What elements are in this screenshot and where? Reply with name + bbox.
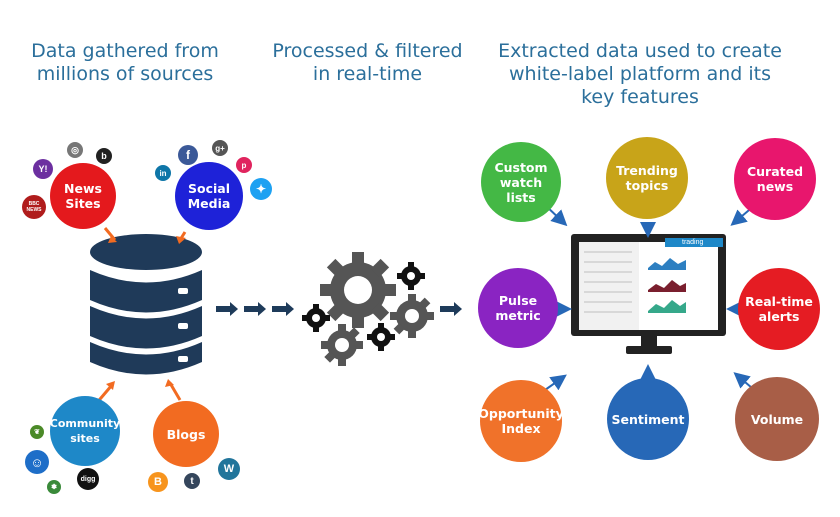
alerts-label-2: alerts (758, 309, 800, 324)
twitter-icon: ✦ (250, 178, 272, 200)
sentiment-label: Sentiment (611, 411, 685, 427)
arrow-db-to-gears (216, 302, 294, 316)
arrow-blogs-to-db (168, 382, 182, 401)
social-media-label-1: Social (187, 181, 230, 196)
heading-extracted-line-3: key features (581, 86, 699, 108)
trending-label-2: topics (625, 178, 669, 193)
community-sites-label-2: sites (70, 432, 100, 445)
sentiment-bubble: Sentiment (607, 378, 689, 460)
community-sites-bubble: Community sites (50, 396, 120, 466)
social-media-label-2: Media (187, 196, 231, 211)
volume-label: Volume (750, 411, 804, 427)
opportunity-label-2: Index (501, 421, 541, 436)
news-sites-label-2: Sites (65, 196, 101, 211)
heading-gathered: Data gathered from millions of sources (20, 40, 230, 86)
alerts-label-1: Real-time (745, 294, 813, 309)
gears-icon (302, 252, 434, 366)
leaf-icon: ❦ (30, 425, 44, 439)
bbc-news-icon: BBC NEWS (22, 195, 46, 219)
blogs-bubble: Blogs (153, 401, 219, 467)
custom-watch-label-2: watch lists (499, 174, 543, 205)
news-sites-label-1: News (64, 181, 102, 196)
bing-icon: b (96, 148, 112, 164)
blogs-label: Blogs (166, 426, 206, 442)
trending-label-1: Trending (616, 163, 678, 178)
heading-gathered-line-2: millions of sources (36, 63, 214, 85)
monitor-icon (571, 234, 726, 354)
globe-icon: ◎ (67, 142, 83, 158)
curated-label-2: news (756, 179, 794, 194)
curated-label-1: Curated (746, 164, 804, 179)
custom-watch-label-1: Custom (494, 159, 548, 175)
blogger-icon: B (148, 472, 168, 492)
opportunity-label-1: Opportunity (478, 406, 564, 421)
heading-extracted: Extracted data used to create white-labe… (495, 40, 785, 109)
heading-processed-line-1: Processed & filtered (272, 40, 463, 62)
arrow-gears-to-platform (440, 302, 462, 316)
arrow-opportunity (544, 374, 567, 391)
volume-bubble: Volume (735, 377, 819, 461)
arrow-news-to-db (103, 227, 117, 241)
heading-extracted-line-1: Extracted data used to create (498, 40, 782, 62)
facebook-icon: f (178, 145, 198, 165)
pinterest-icon: p (236, 157, 252, 173)
monitor-brand-label: trading (682, 239, 704, 246)
google-plus-icon: g+ (212, 140, 228, 156)
community-sites-label-1: Community (49, 417, 121, 430)
reddit-icon: ☺ (25, 450, 49, 474)
stumble-icon: ✽ (47, 480, 61, 494)
yahoo-icon: Y! (33, 159, 53, 179)
heading-gathered-line-1: Data gathered from (31, 40, 219, 62)
digg-icon: digg (77, 468, 99, 490)
linkedin-icon: in (155, 165, 171, 181)
heading-processed-line-2: in real-time (312, 63, 423, 85)
tumblr-icon: t (184, 473, 200, 489)
pulse-label-1: Pulse (498, 293, 538, 308)
database-icon (90, 234, 202, 375)
heading-processed: Processed & filtered in real-time (265, 40, 470, 86)
wordpress-icon: W (218, 458, 240, 480)
pulse-label-2: metric (495, 308, 541, 323)
heading-extracted-line-2: white-label platform and its (508, 63, 772, 85)
